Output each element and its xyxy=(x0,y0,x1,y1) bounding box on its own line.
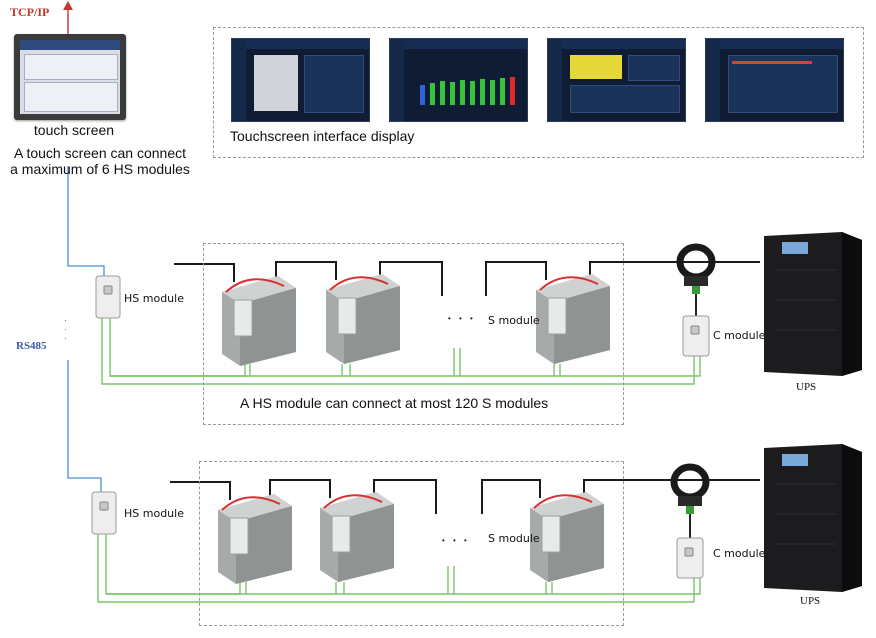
tcp-ip-label: TCP/IP xyxy=(10,5,50,19)
interface-screenshot-3 xyxy=(547,38,686,122)
rs485-bus xyxy=(67,166,105,492)
current-clamp-bottom xyxy=(670,463,710,538)
c-module-bottom-label: C module xyxy=(713,547,766,560)
touch-screen-display xyxy=(20,40,120,114)
c-module-bottom-device xyxy=(676,537,704,579)
battery-bottom-3 xyxy=(530,492,604,582)
current-clamp-top xyxy=(676,243,716,316)
ups-top-label: UPS xyxy=(796,381,817,393)
interface-screenshot-4 xyxy=(705,38,844,122)
hs-module-bottom-device xyxy=(91,491,117,535)
c-module-top-label: C module xyxy=(713,329,766,342)
signal-wiring-bottom xyxy=(97,532,701,603)
tcp-ip-arrow xyxy=(63,1,73,34)
power-wiring-top xyxy=(174,261,760,296)
power-wiring-bottom xyxy=(170,479,760,514)
ellipsis-bottom: • • • xyxy=(442,536,470,545)
rs485-label: RS485 xyxy=(16,340,47,352)
signal-wiring-top xyxy=(101,318,701,385)
s-module-top-label: S module xyxy=(488,314,540,327)
battery-top-2 xyxy=(326,274,400,364)
battery-bottom-1 xyxy=(218,494,292,584)
touch-screen-note-line2: a maximum of 6 HS modules xyxy=(10,161,190,177)
ups-cabinet-top xyxy=(764,232,862,376)
ups-cabinet-bottom xyxy=(764,444,862,592)
hs-module-top-label: HS module xyxy=(124,292,184,305)
interface-display-panel xyxy=(213,27,864,158)
interface-screenshot-1 xyxy=(231,38,370,122)
s-module-group-top xyxy=(203,243,624,425)
c-module-top-device xyxy=(682,315,710,357)
ups-bottom-label: UPS xyxy=(800,595,821,607)
hs-module-bottom-label: HS module xyxy=(124,507,184,520)
battery-bottom-2 xyxy=(320,492,394,582)
hs-module-top-device xyxy=(95,275,121,319)
touch-screen-note-line1: A touch screen can connect xyxy=(14,145,186,161)
s-module-bottom-label: S module xyxy=(488,532,540,545)
touch-screen-device xyxy=(14,34,126,120)
interface-display-caption: Touchscreen interface display xyxy=(230,128,415,144)
interface-screenshot-2 xyxy=(389,38,528,122)
ellipsis-top: • • • xyxy=(448,314,476,323)
s-module-capacity-caption: A HS module can connect at most 120 S mo… xyxy=(240,395,549,411)
battery-top-1 xyxy=(222,276,296,366)
bus-continuation-dots: ··· xyxy=(64,316,67,343)
battery-top-3 xyxy=(536,274,610,364)
s-module-group-bottom xyxy=(199,461,624,626)
touch-screen-title: touch screen xyxy=(33,122,115,138)
